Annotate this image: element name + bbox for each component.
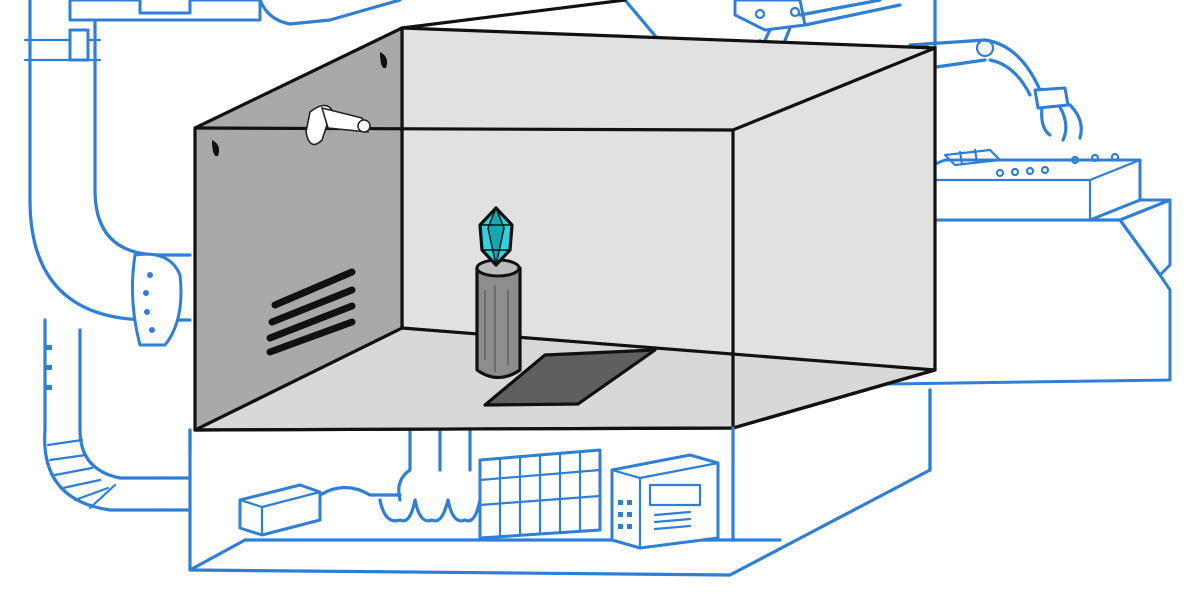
left-pipe-system [23, 0, 332, 512]
server-racks [478, 448, 602, 540]
wall-vent [266, 268, 356, 356]
pipe-flange [130, 252, 183, 347]
wall-bolts [212, 52, 388, 157]
large-pipe-icon [28, 0, 192, 322]
coil-pipes [378, 428, 482, 523]
crystal-gem-icon [478, 205, 514, 267]
vault-room [193, 0, 937, 432]
junction-box [238, 483, 402, 537]
security-camera-icon [305, 104, 371, 146]
control-panel-icon [610, 453, 720, 550]
pedestal [475, 258, 522, 380]
flexible-hose-icon [43, 428, 192, 512]
robot-claw [1033, 86, 1070, 110]
floor-trapdoor [483, 348, 657, 407]
